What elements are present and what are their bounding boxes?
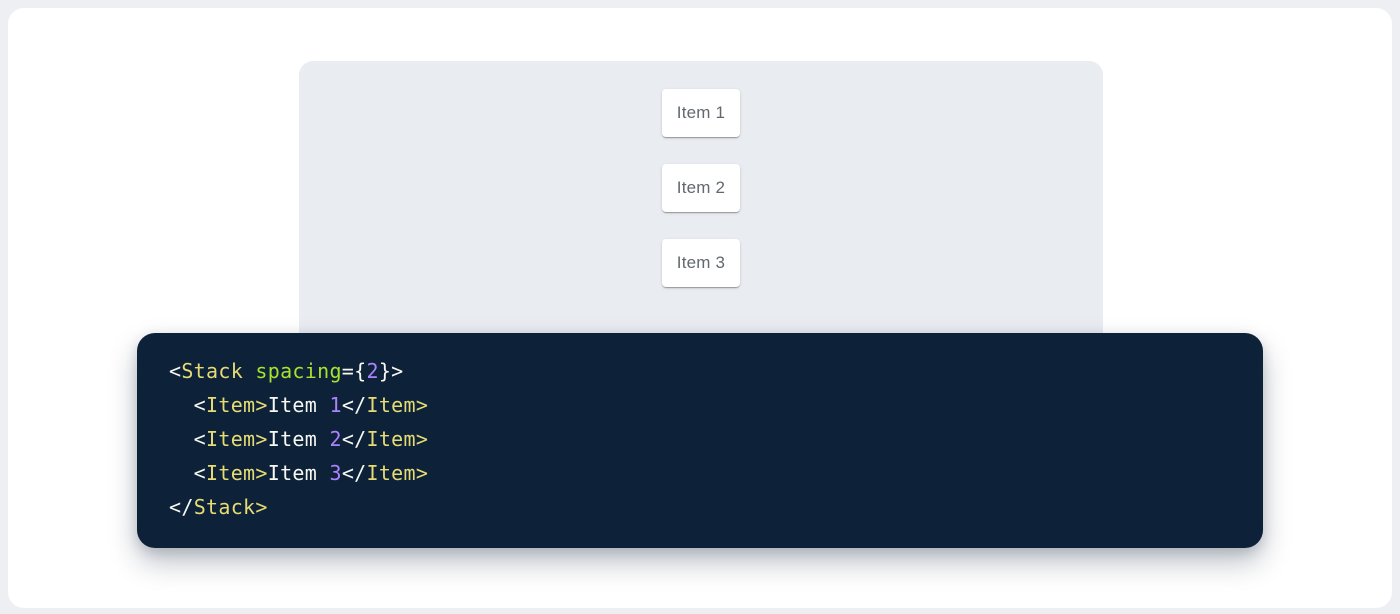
stack-item-label: Item 3 (676, 253, 726, 272)
code-token-plain: Item (267, 461, 330, 485)
code-token-tag: > (255, 393, 268, 417)
code-token-tag: Item (206, 427, 256, 451)
code-token-plain: < (169, 427, 207, 451)
stack-demo-panel: Item 1 Item 2 Item 3 (299, 61, 1103, 353)
content-card: Item 1 Item 2 Item 3 <Stack spacing={2}>… (8, 8, 1392, 608)
code-token-num: 2 (366, 359, 379, 383)
code-token-plain: </ (169, 495, 194, 519)
code-token-tag: Stack (181, 359, 244, 383)
code-token-tag: > (255, 427, 268, 451)
code-token-plain: </ (341, 461, 367, 485)
code-token-plain: < (169, 461, 207, 485)
stack-item-label: Item 2 (676, 178, 726, 197)
code-token-attr: spacing (255, 359, 342, 383)
code-token-tag: Item (206, 393, 256, 417)
code-token-num: 1 (329, 393, 342, 417)
code-token-tag: > (415, 461, 429, 485)
code-token-plain: < (169, 359, 182, 383)
code-token-plain: Item (267, 427, 330, 451)
code-token-plain: ={ (341, 359, 367, 383)
code-line: <Item>Item 3</Item> (169, 456, 1263, 490)
code-content: <Stack spacing={2}> <Item>Item 1</Item> … (169, 354, 1263, 524)
code-token-tag: > (415, 393, 429, 417)
code-token-tag: > (415, 427, 429, 451)
code-token-plain: }> (378, 359, 404, 383)
code-token-tag: > (255, 495, 268, 519)
code-token-num: 3 (329, 461, 342, 485)
code-token-plain: < (169, 393, 207, 417)
stack-item-1: Item 1 (662, 89, 740, 137)
code-token-plain: Item (267, 393, 330, 417)
code-line: <Stack spacing={2}> (169, 354, 1263, 388)
code-block: <Stack spacing={2}> <Item>Item 1</Item> … (137, 333, 1263, 548)
code-token-tag: Item (366, 393, 416, 417)
stack-item-3: Item 3 (662, 239, 740, 287)
code-token-plain (243, 359, 255, 383)
code-token-tag: Item (366, 461, 416, 485)
code-line: <Item>Item 1</Item> (169, 388, 1263, 422)
code-line: </Stack> (169, 490, 1263, 524)
stack-item-2: Item 2 (662, 164, 740, 212)
code-token-tag: > (255, 461, 268, 485)
stack-item-label: Item 1 (676, 103, 726, 122)
code-token-plain: </ (341, 393, 367, 417)
code-token-tag: Stack (193, 495, 256, 519)
code-line: <Item>Item 2</Item> (169, 422, 1263, 456)
code-token-tag: Item (366, 427, 416, 451)
code-token-plain: </ (341, 427, 367, 451)
code-token-num: 2 (329, 427, 342, 451)
code-token-tag: Item (206, 461, 256, 485)
